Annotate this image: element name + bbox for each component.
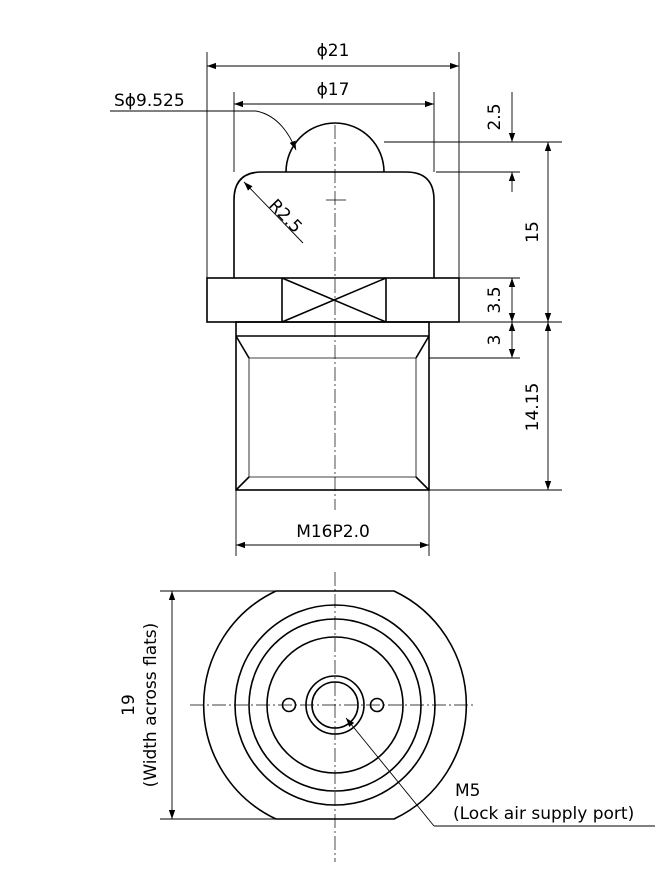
side-view: ϕ21 ϕ17 Sϕ9.525 R2.5 2.5 15 3.5 3 bbox=[110, 41, 562, 556]
dim-phi17: ϕ17 bbox=[317, 80, 350, 100]
dim-ball-sphere: Sϕ9.525 bbox=[114, 91, 185, 111]
dim-phi21: ϕ21 bbox=[317, 41, 350, 61]
leader-port bbox=[345, 717, 435, 827]
leader-radius bbox=[243, 181, 304, 244]
inner-ring bbox=[266, 636, 404, 774]
thread-ring bbox=[248, 618, 422, 792]
port-outer bbox=[305, 675, 365, 735]
hex-cross-b bbox=[281, 277, 387, 323]
flange-outline bbox=[202, 590, 468, 820]
pin-hole-left bbox=[281, 697, 297, 713]
bottom-view: 19 (Width across flats) M5 (Lock air sup… bbox=[119, 572, 655, 862]
ball-outline bbox=[285, 122, 385, 173]
pin-hole-right bbox=[369, 697, 385, 713]
dim-2-5: 2.5 bbox=[485, 103, 505, 130]
dim-3: 3 bbox=[485, 335, 505, 346]
dim-flats-note: (Width across flats) bbox=[141, 623, 161, 788]
thread-body bbox=[235, 321, 430, 491]
chamfer-tr bbox=[415, 335, 430, 359]
dim-14-15: 14.15 bbox=[523, 383, 543, 432]
dome-body bbox=[233, 171, 435, 278]
chamfer-tl bbox=[235, 335, 250, 359]
port-size-label: M5 bbox=[455, 781, 480, 801]
dim-3-5: 3.5 bbox=[485, 286, 505, 313]
dim-flats-value: 19 bbox=[119, 694, 139, 716]
port-inner bbox=[311, 681, 359, 729]
chamfer-bl bbox=[235, 476, 250, 491]
chamfer-br bbox=[415, 476, 430, 491]
dim-15: 15 bbox=[523, 221, 543, 243]
leader-sphere bbox=[255, 110, 297, 151]
dim-thread-size: M16P2.0 bbox=[296, 522, 370, 542]
body-ring-outer bbox=[234, 604, 436, 806]
port-note-label: (Lock air supply port) bbox=[453, 804, 634, 824]
dim-r2-5: R2.5 bbox=[264, 196, 305, 238]
